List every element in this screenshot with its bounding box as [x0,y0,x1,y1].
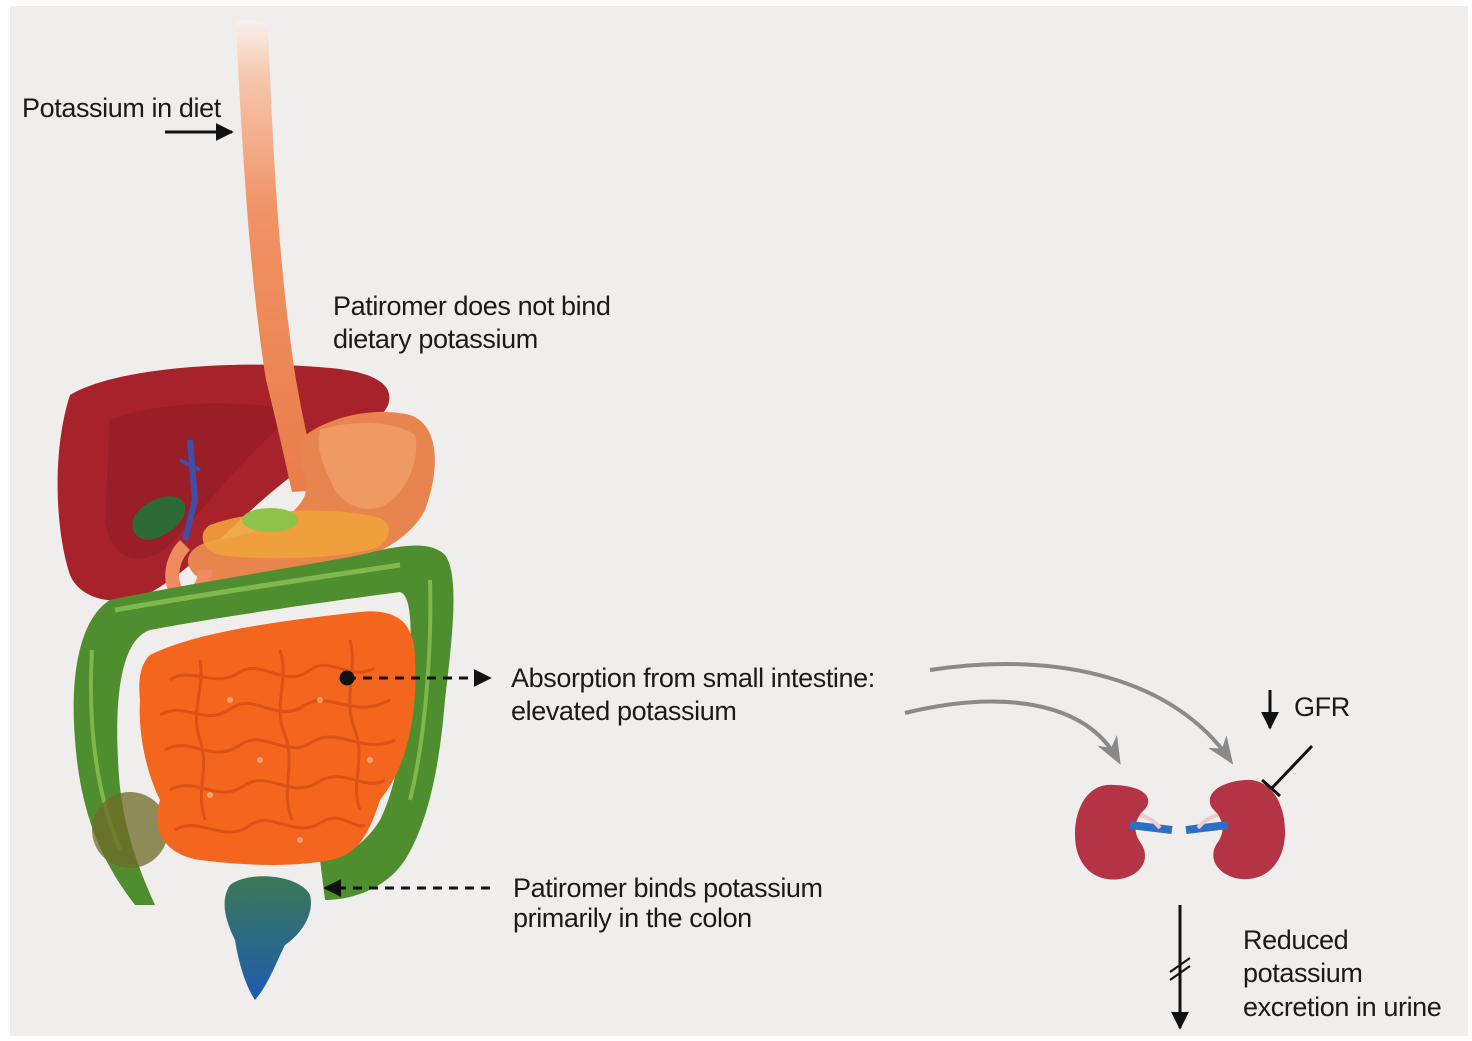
label-absorption-line2: elevated potassium [511,695,736,728]
label-gfr: GFR [1294,691,1350,724]
label-excretion-line1: Reduced [1243,924,1348,957]
urine-arrow [1170,905,1190,1028]
label-excretion-line3: excretion in urine [1243,991,1441,1024]
label-potassium-in-diet: Potassium in diet [22,92,221,125]
label-colon-line2: primarily in the colon [513,902,752,935]
label-absorption-line1: Absorption from small intestine: [511,662,875,695]
label-no-bind-line2: dietary potassium [333,323,538,356]
rectum [225,876,311,1000]
label-colon-line1: Patiromer binds potassium [513,872,823,905]
label-no-bind-line1: Patiromer does not bind [333,290,610,323]
left-kidney [1075,785,1172,880]
curved-arrow-right-kidney [930,664,1230,760]
curved-arrow-left-kidney [905,702,1118,760]
small-intestine [139,611,415,865]
gfr-inhibition-line [1262,746,1312,796]
label-excretion-line2: potassium [1243,957,1362,990]
right-kidney [1186,780,1285,879]
